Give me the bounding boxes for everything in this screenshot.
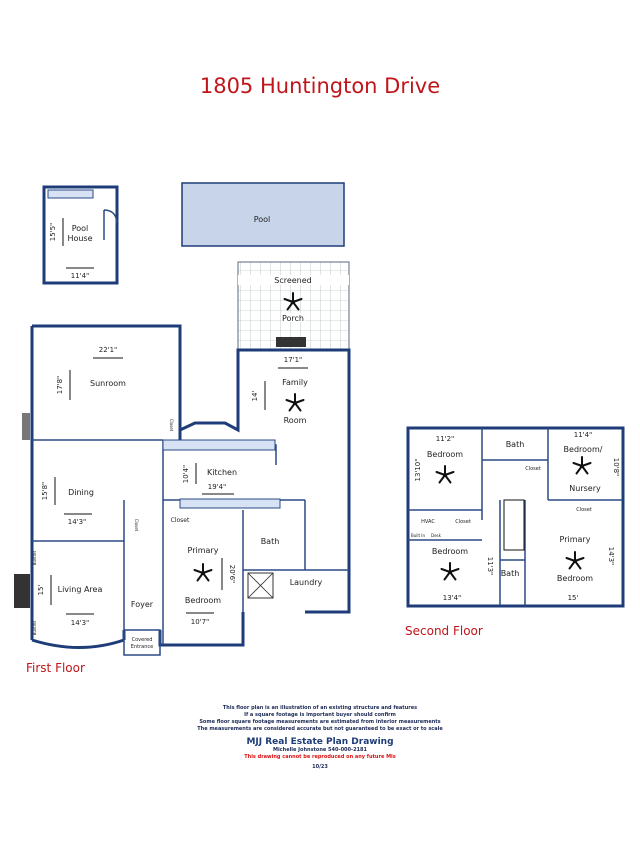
second-floor-plan: 11'2" Bedroom 13'10" Bath Closet 11'4" B… <box>406 426 625 608</box>
screened-porch: Screened Porch <box>237 261 350 351</box>
svg-text:11'2": 11'2" <box>436 435 455 443</box>
svg-text:19'4": 19'4" <box>208 483 227 491</box>
svg-text:Living Area: Living Area <box>58 585 103 594</box>
svg-text:17'8": 17'8" <box>56 376 64 395</box>
svg-text:14'3": 14'3" <box>71 619 90 627</box>
first-floor-label: First Floor <box>26 661 85 675</box>
svg-text:Entrance: Entrance <box>131 644 153 650</box>
brand-name: MJJ Real Estate Plan Drawing <box>246 737 394 747</box>
svg-text:Bedroom: Bedroom <box>557 574 593 583</box>
svg-text:14': 14' <box>251 391 259 402</box>
disclaimer-line: The measurements are considered accurate… <box>197 726 443 732</box>
svg-text:10'7": 10'7" <box>191 618 210 626</box>
svg-text:Family: Family <box>282 378 308 387</box>
contact-info: Michelle Johnstone 540-000-2181 <box>272 747 367 753</box>
svg-text:17'1": 17'1" <box>284 356 303 364</box>
ceiling-fan-icon <box>565 551 585 570</box>
svg-text:Screened: Screened <box>274 276 312 285</box>
disclaimer-line: Some floor square footage measurements a… <box>199 719 441 725</box>
ceiling-fan-icon <box>193 563 213 582</box>
svg-text:22'1": 22'1" <box>99 346 118 354</box>
svg-text:13'10": 13'10" <box>414 459 422 482</box>
svg-text:Porch: Porch <box>282 314 304 323</box>
svg-text:20'6": 20'6" <box>228 565 236 584</box>
svg-text:15'8": 15'8" <box>41 482 49 501</box>
shower-icon <box>247 572 274 599</box>
svg-text:15': 15' <box>568 594 579 602</box>
svg-text:11'4": 11'4" <box>574 431 593 439</box>
svg-text:13'4": 13'4" <box>443 594 462 602</box>
dimension-label: 15'5" <box>49 223 57 242</box>
svg-text:Closet: Closet <box>134 519 139 532</box>
svg-text:Pool: Pool <box>254 215 271 224</box>
room-label: House <box>67 234 92 243</box>
svg-text:15': 15' <box>37 585 45 596</box>
svg-text:Closet: Closet <box>171 517 190 524</box>
svg-text:11'3": 11'3" <box>486 557 494 576</box>
chimney-icon <box>22 413 30 440</box>
room-label: Pool <box>72 224 89 233</box>
ceiling-fan-icon <box>572 456 592 475</box>
svg-text:Builtins: Builtins <box>32 621 37 636</box>
first-floor-plan: 22'1" Sunroom 17'8" Closet 17'1" Family … <box>14 324 351 656</box>
svg-text:Dining: Dining <box>68 488 94 497</box>
svg-text:Room: Room <box>284 416 307 425</box>
svg-text:Covered: Covered <box>132 637 153 643</box>
svg-text:Bath: Bath <box>501 569 520 578</box>
svg-text:Bedroom: Bedroom <box>427 450 463 459</box>
svg-text:10'4": 10'4" <box>182 465 190 484</box>
svg-text:Closet: Closet <box>455 519 471 525</box>
svg-text:Bath: Bath <box>261 537 280 546</box>
page-title: 1805 Huntington Drive <box>199 74 441 98</box>
svg-text:Bedroom: Bedroom <box>432 547 468 556</box>
svg-text:Primary: Primary <box>560 535 591 544</box>
disclaimer-line: If a square footage is important buyer s… <box>244 712 396 718</box>
copyright-notice: This drawing cannot be reproduced on any… <box>244 754 396 760</box>
pool-house: 15'5" Pool House 11'4" <box>42 185 119 285</box>
svg-text:Bedroom: Bedroom <box>185 596 221 605</box>
svg-text:Bedroom/: Bedroom/ <box>564 445 603 454</box>
svg-text:Kitchen: Kitchen <box>207 468 237 477</box>
ceiling-fan-icon <box>285 393 305 412</box>
stairs-icon <box>503 499 525 551</box>
svg-text:Closet: Closet <box>525 466 541 472</box>
footer: This floor plan is an illustration of an… <box>160 705 480 771</box>
svg-text:Built In: Built In <box>411 533 426 538</box>
svg-text:Bath: Bath <box>506 440 525 449</box>
date-label: 10/23 <box>312 764 328 770</box>
ceiling-fan-icon <box>440 562 460 581</box>
svg-text:14'3": 14'3" <box>68 518 87 526</box>
fireplace-icon <box>276 337 306 347</box>
svg-text:Laundry: Laundry <box>290 578 323 587</box>
pool: Pool <box>181 182 345 247</box>
disclaimer-line: This floor plan is an illustration of an… <box>222 705 418 711</box>
svg-text:Primary: Primary <box>188 546 219 555</box>
svg-text:Sunroom: Sunroom <box>90 379 126 388</box>
svg-text:Closet: Closet <box>576 507 592 513</box>
svg-text:10'8": 10'8" <box>612 458 620 477</box>
svg-text:Foyer: Foyer <box>131 600 154 609</box>
fireplace-icon <box>14 574 30 608</box>
svg-text:Nursery: Nursery <box>569 484 601 493</box>
second-floor-label: Second Floor <box>405 624 483 638</box>
svg-text:Builtins: Builtins <box>32 551 37 566</box>
dimension-label: 11'4" <box>71 272 90 280</box>
svg-text:Desk: Desk <box>431 533 442 538</box>
svg-text:HVAC: HVAC <box>421 519 435 525</box>
svg-text:Closet: Closet <box>169 419 174 432</box>
ceiling-fan-icon <box>435 465 455 484</box>
svg-text:14'3": 14'3" <box>607 547 615 566</box>
